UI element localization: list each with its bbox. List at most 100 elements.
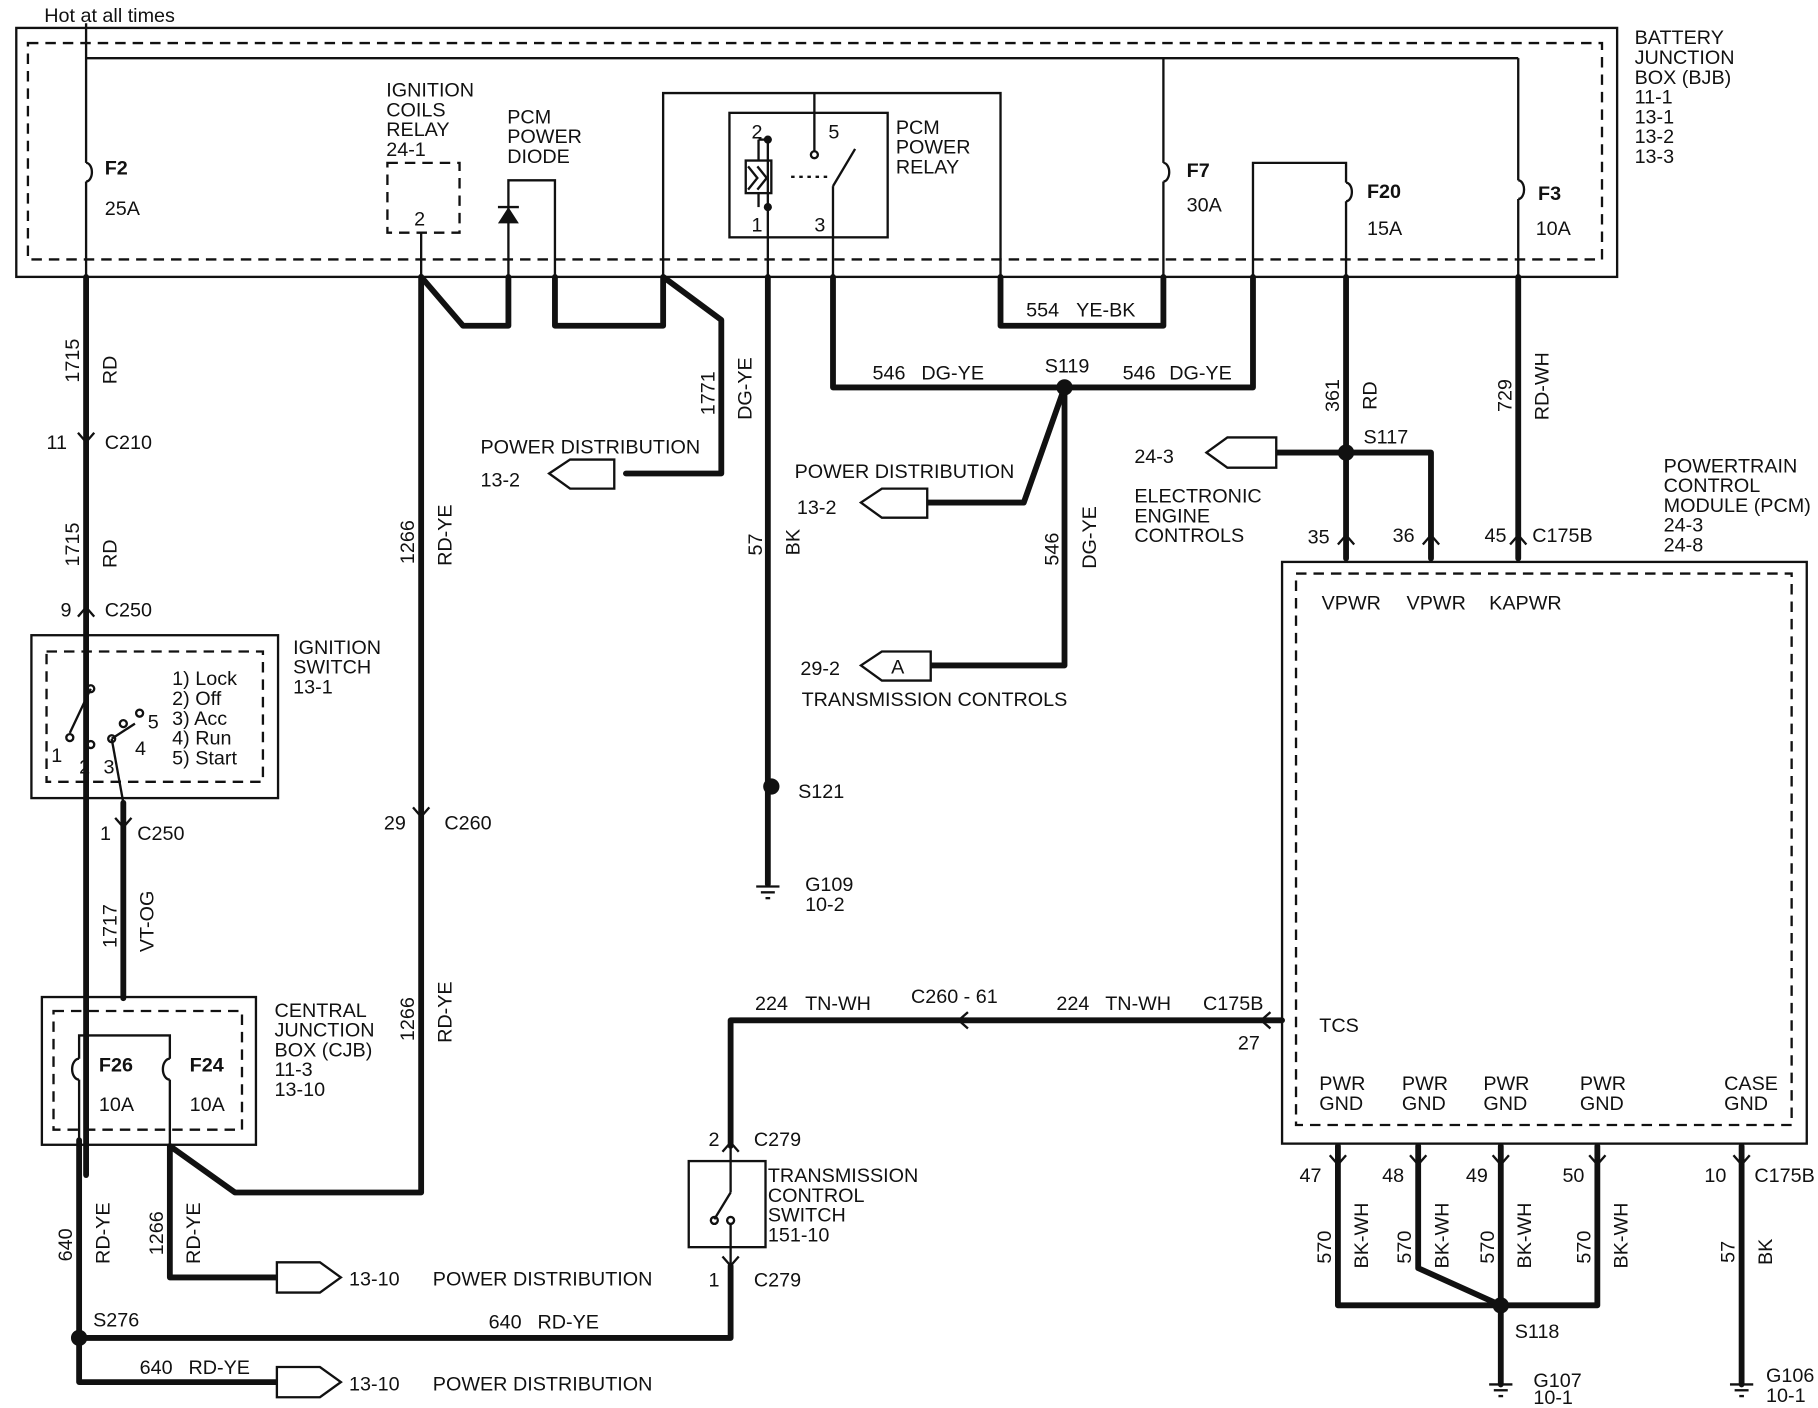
w1717-num: 1717 bbox=[99, 904, 121, 948]
transmission-switch-contact-icon bbox=[713, 1191, 732, 1220]
wire-640 bbox=[76, 1137, 280, 1386]
pd3-page: 13-10 bbox=[349, 1269, 400, 1291]
svg-text:MODULE (PCM): MODULE (PCM) bbox=[1664, 495, 1811, 517]
svg-text:GND: GND bbox=[1724, 1093, 1768, 1115]
pin27-icon bbox=[1259, 1011, 1272, 1030]
ign-pin-4: 4 bbox=[135, 738, 146, 760]
g109-label: G109 bbox=[805, 874, 853, 896]
w570-50-color: BK-WH bbox=[1611, 1203, 1633, 1269]
c260-pin: 29 bbox=[384, 813, 406, 835]
wire-640-c279 bbox=[76, 1262, 734, 1341]
w554-num: 554 bbox=[1026, 299, 1059, 321]
w1715a-color: RD bbox=[99, 356, 121, 385]
w729-num: 729 bbox=[1494, 379, 1516, 412]
svg-text:JUNCTION: JUNCTION bbox=[275, 1020, 375, 1042]
w554-color: YE-BK bbox=[1076, 299, 1135, 321]
fuse-f20-rating: 15A bbox=[1367, 218, 1403, 240]
w546a-color: DG-YE bbox=[921, 362, 984, 384]
w570-49-color: BK-WH bbox=[1514, 1203, 1536, 1269]
w1266a-num: 1266 bbox=[397, 520, 419, 564]
connector-power-distribution-13-2-b bbox=[858, 487, 929, 519]
fuse-f7-rating: 30A bbox=[1187, 195, 1223, 217]
w1771-num: 1771 bbox=[697, 371, 719, 415]
w570-48-color: BK-WH bbox=[1431, 1203, 1453, 1269]
pd2-page: 13-2 bbox=[797, 497, 837, 519]
pin-45: 45 bbox=[1484, 525, 1506, 547]
hot-label: Hot at all times bbox=[44, 5, 175, 27]
w570-47-color: BK-WH bbox=[1351, 1203, 1373, 1269]
ground-g109-icon bbox=[756, 884, 780, 900]
w640b-color: RD-YE bbox=[537, 1312, 599, 1334]
bjb-label: BATTERY JUNCTION BOX (BJB) 11-1 13-1 13-… bbox=[1635, 27, 1735, 168]
svg-text:1) Lock: 1) Lock bbox=[172, 668, 237, 690]
g106-page: 10-1 bbox=[1766, 1385, 1806, 1407]
svg-text:DIODE: DIODE bbox=[507, 146, 570, 168]
pcm-label: POWERTRAIN CONTROL MODULE (PCM) 24-3 24-… bbox=[1664, 455, 1811, 556]
c250a-pin: 9 bbox=[60, 600, 71, 622]
pin49-icon bbox=[1491, 1154, 1510, 1167]
fuse-f2-icon bbox=[85, 161, 94, 183]
w570-47-num: 570 bbox=[1314, 1231, 1336, 1264]
ignition-switch-lever-icon bbox=[68, 688, 92, 734]
fuse-f7-label: F7 bbox=[1187, 160, 1210, 182]
fuse-f20-label: F20 bbox=[1367, 181, 1401, 203]
connector-electronic-engine-controls bbox=[1204, 436, 1278, 469]
w640c-color: RD-YE bbox=[188, 1357, 250, 1379]
wire-224 bbox=[727, 1017, 1285, 1149]
svg-text:CONTROL: CONTROL bbox=[1664, 475, 1761, 497]
svg-text:GND: GND bbox=[1483, 1093, 1527, 1115]
pwr-gnd-50-label: PWR GND bbox=[1580, 1073, 1626, 1115]
svg-text:BATTERY: BATTERY bbox=[1635, 27, 1724, 49]
svg-text:POWERTRAIN: POWERTRAIN bbox=[1664, 455, 1798, 477]
wire-1266 bbox=[166, 273, 425, 1281]
svg-text:4) Run: 4) Run bbox=[172, 728, 231, 750]
svg-text:11-1: 11-1 bbox=[1635, 87, 1673, 109]
electronic-engine-controls-label: ELECTRONIC ENGINE CONTROLS bbox=[1134, 486, 1261, 548]
bjb-inner-outline bbox=[26, 41, 1604, 261]
c260-61-icon bbox=[956, 1011, 969, 1030]
ignition-coils-relay-outline bbox=[386, 161, 461, 234]
wire-570 bbox=[1335, 1143, 1601, 1309]
svg-text:CASE: CASE bbox=[1724, 1073, 1778, 1095]
ground-g107-icon bbox=[1489, 1383, 1513, 1398]
connector-transmission-controls bbox=[858, 650, 932, 682]
w640c-num: 640 bbox=[140, 1357, 173, 1379]
g106-label: G106 bbox=[1766, 1365, 1814, 1387]
w640a-num: 640 bbox=[55, 1228, 77, 1261]
c250-top-icon bbox=[77, 605, 96, 618]
c250b-label: C250 bbox=[137, 823, 184, 845]
pin-48: 48 bbox=[1382, 1165, 1404, 1187]
svg-text:JUNCTION: JUNCTION bbox=[1635, 47, 1735, 69]
g107-label: G107 bbox=[1533, 1370, 1581, 1392]
relay-pin-1: 1 bbox=[752, 215, 763, 237]
c175b-top-label: C175B bbox=[1532, 525, 1592, 547]
ignition-positions-legend: 1) Lock 2) Off 3) Acc 4) Run 5) Start bbox=[172, 668, 237, 769]
pd2-label: POWER DISTRIBUTION bbox=[795, 461, 1015, 483]
fuse-f26-label: F26 bbox=[99, 1054, 133, 1076]
svg-text:SWITCH: SWITCH bbox=[768, 1205, 846, 1227]
transmission-control-switch-label: TRANSMISSION CONTROL SWITCH 151-10 bbox=[768, 1165, 918, 1246]
c260-61-label: C260 - 61 bbox=[911, 986, 998, 1008]
svg-text:TRANSMISSION: TRANSMISSION bbox=[768, 1165, 918, 1187]
svg-text:CENTRAL: CENTRAL bbox=[275, 1000, 367, 1022]
svg-text:RELAY: RELAY bbox=[386, 119, 449, 141]
c210-icon bbox=[77, 432, 96, 444]
fuse-f3-label: F3 bbox=[1538, 183, 1561, 205]
connector-power-distribution-13-2-a bbox=[547, 458, 616, 490]
tc-page: 29-2 bbox=[800, 658, 840, 680]
w1717-color: VT-OG bbox=[137, 891, 159, 953]
connector-power-distribution-13-10-b bbox=[275, 1365, 343, 1399]
svg-text:ENGINE: ENGINE bbox=[1134, 505, 1210, 527]
wire-554 bbox=[997, 273, 1167, 329]
tc-connector-letter: A bbox=[891, 657, 905, 679]
svg-text:PWR: PWR bbox=[1402, 1073, 1448, 1095]
diagram-content: Hot at all times BATTERY JUNCTION BOX (B… bbox=[15, 5, 1815, 1408]
ign-pin-5: 5 bbox=[148, 711, 159, 733]
icr-pin: 2 bbox=[414, 209, 425, 231]
svg-text:IGNITION: IGNITION bbox=[386, 80, 474, 102]
pin-36: 36 bbox=[1393, 525, 1415, 547]
ground-g106-icon bbox=[1729, 1383, 1754, 1398]
svg-text:2) Off: 2) Off bbox=[172, 688, 222, 710]
svg-text:GND: GND bbox=[1402, 1093, 1446, 1115]
w640a-color: RD-YE bbox=[92, 1202, 114, 1264]
